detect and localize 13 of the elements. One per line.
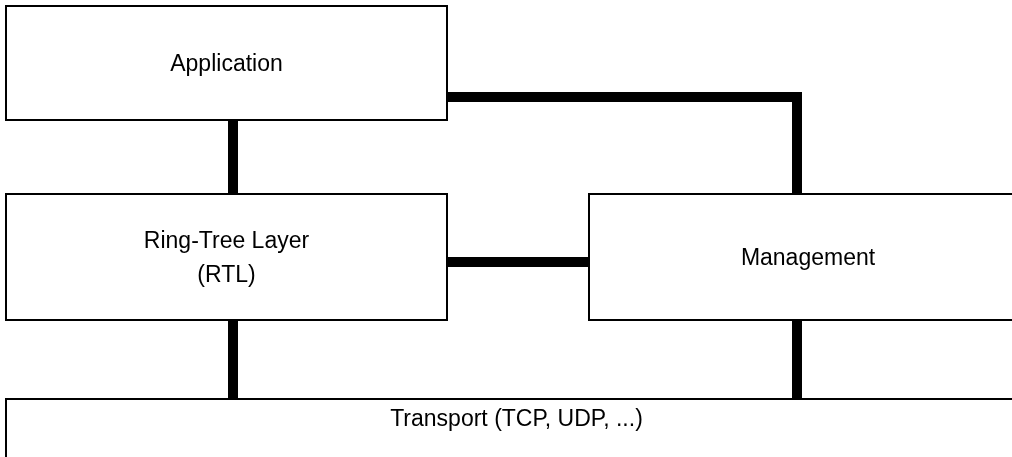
layer-box <box>5 193 448 321</box>
layer-box <box>588 193 1012 321</box>
layer-box <box>5 398 1012 457</box>
connector-line <box>448 92 802 193</box>
layer-label: Ring-Tree Layer (RTL) <box>142 226 311 289</box>
connector-line <box>448 257 588 267</box>
layer-box <box>5 5 448 121</box>
layer-label: Transport (TCP, UDP, ...) <box>390 404 643 433</box>
layer-label: Management <box>740 243 876 272</box>
connector-line <box>792 321 802 398</box>
connector-line <box>228 321 238 398</box>
connector-line <box>228 121 238 193</box>
layer-label: Application <box>170 49 283 78</box>
